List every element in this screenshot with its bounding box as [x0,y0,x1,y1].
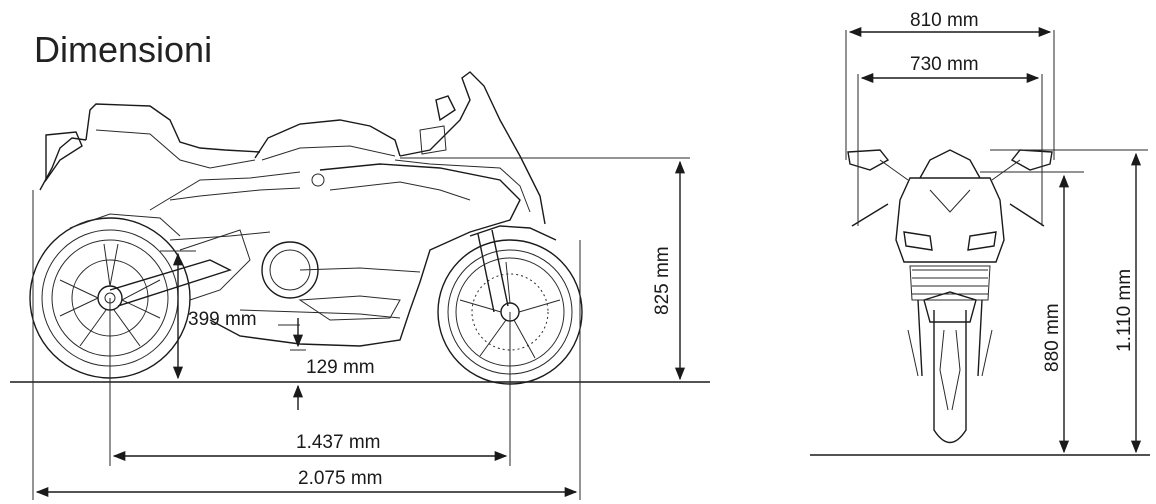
motorcycle-body-illustration [39,71,557,347]
front-view: 810 mm 730 mm 880 mm 1.110 mm [810,10,1150,456]
front-motorcycle-illustration [847,149,1053,444]
ground-clearance-label: 129 mm [306,357,375,378]
page-title: Dimensioni [34,29,212,70]
overall-length-label: 2.075 mm [298,468,382,489]
handlebar-width-label: 730 mm [910,54,979,75]
seat-offset-label: 399 mm [188,309,257,330]
side-view: 825 mm 399 mm 129 mm 1.437 mm 2.075 mm [10,71,710,500]
overall-height-label: 825 mm [652,246,673,315]
front-overall-height-label: 1.110 mm [1114,269,1135,352]
wheelbase-label: 1.437 mm [296,432,380,453]
seat-height-label: 880 mm [1042,303,1063,372]
mirror-width-label: 810 mm [910,10,979,31]
